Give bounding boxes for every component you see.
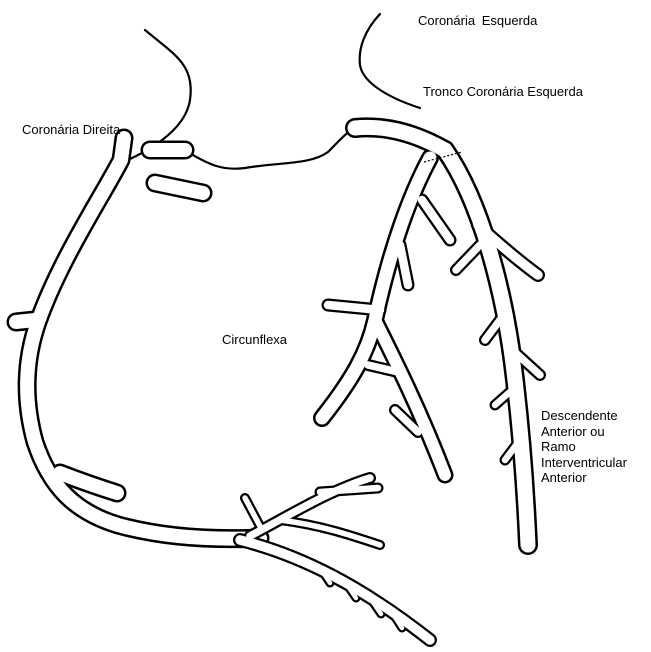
label-descendente-anterior: Descendente Anterior ou Ramo Interventri… <box>541 408 627 486</box>
label-descendente-line: Anterior <box>541 470 627 486</box>
label-coronaria-esquerda: Coronária Esquerda <box>418 13 537 28</box>
label-tronco-coronaria-esquerda: Tronco Coronária Esquerda <box>423 84 583 99</box>
posterior-branches <box>240 478 430 640</box>
label-descendente-line: Ramo <box>541 439 627 455</box>
label-circunflexa: Circunflexa <box>222 332 287 347</box>
left-coronary-outline <box>360 14 420 108</box>
label-descendente-line: Descendente <box>541 408 627 424</box>
aortic-root-outline <box>180 123 362 169</box>
label-coronaria-direita: Coronária Direita <box>22 122 120 137</box>
label-descendente-line: Anterior ou <box>541 424 627 440</box>
label-descendente-line: Interventricular <box>541 455 627 471</box>
